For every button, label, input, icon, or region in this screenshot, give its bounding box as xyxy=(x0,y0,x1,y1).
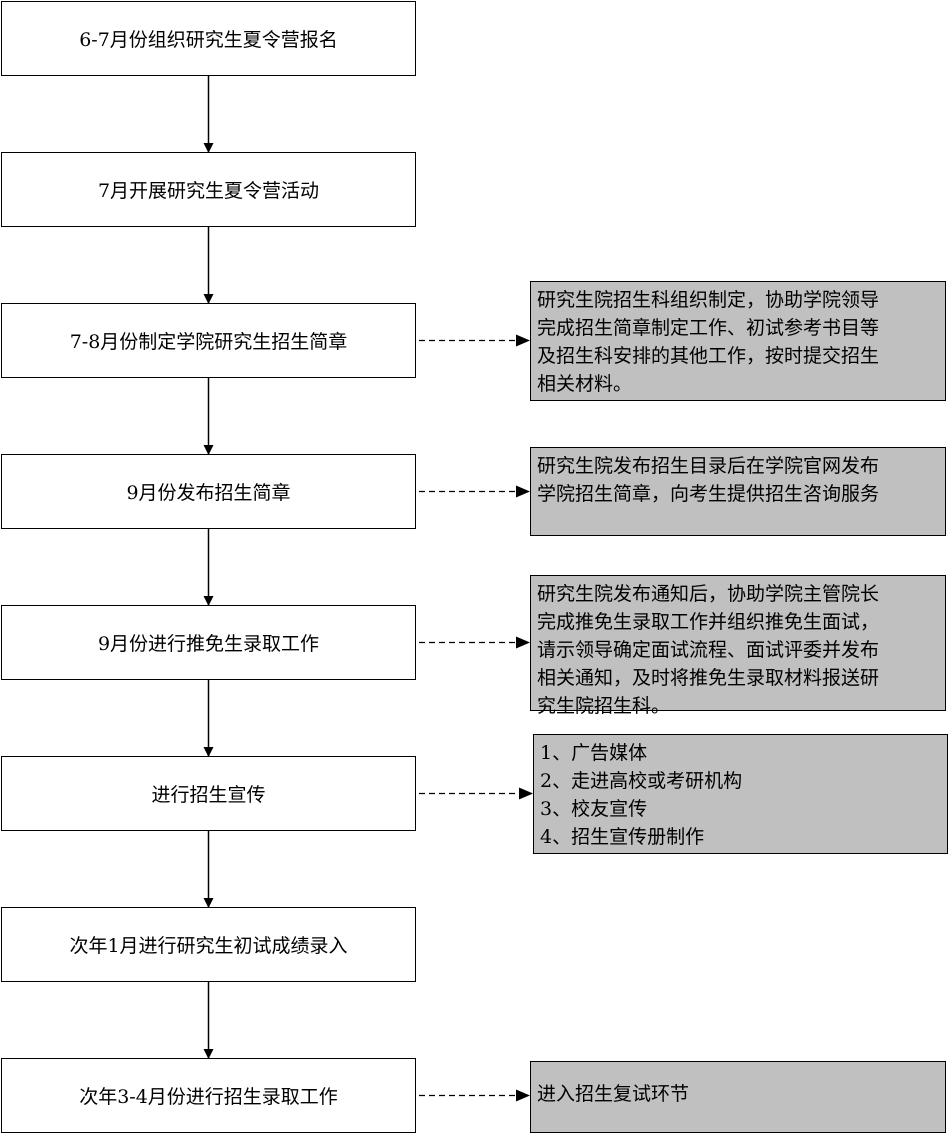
note-line: 进入招生复试环节 xyxy=(537,1083,690,1105)
note-line: 请示领导确定面试流程、面试评委并发布 xyxy=(537,639,880,661)
step-box-5: 9月份进行推免生录取工作 xyxy=(1,605,416,680)
step-box-2: 7月开展研究生夏令营活动 xyxy=(1,152,416,227)
note-line: 1、广告媒体 xyxy=(540,742,648,764)
note-box-4: 1、广告媒体 2、走进高校或考研机构 3、校友宣传 4、招生宣传册制作 xyxy=(533,734,948,854)
note-line: 及招生科安排的其他工作，按时提交招生 xyxy=(537,345,880,367)
note-line: 研究生院招生科组织制定，协助学院领导 xyxy=(537,289,880,311)
note-line: 究生院招生科。 xyxy=(537,695,671,717)
note-line: 2、走进高校或考研机构 xyxy=(540,770,743,792)
step-box-1: 6-7月份组织研究生夏令营报名 xyxy=(1,1,416,76)
note-line: 完成推免生录取工作并组织推免生面试， xyxy=(537,611,880,633)
note-line: 相关通知，及时将推免生录取材料报送研 xyxy=(537,667,880,689)
note-box-1: 研究生院招生科组织制定，协助学院领导 完成招生简章制定工作、初试参考书目等 及招… xyxy=(530,281,946,401)
step-box-3: 7-8月份制定学院研究生招生简章 xyxy=(1,303,416,378)
step-box-6: 进行招生宣传 xyxy=(1,756,416,831)
note-line: 研究生院发布通知后，协助学院主管院长 xyxy=(537,583,880,605)
note-box-3: 研究生院发布通知后，协助学院主管院长 完成推免生录取工作并组织推免生面试， 请示… xyxy=(530,575,946,717)
note-box-2: 研究生院发布招生目录后在学院官网发布 学院招生简章，向考生提供招生咨询服务 xyxy=(530,447,946,536)
step-box-8: 次年3-4月份进行招生录取工作 xyxy=(1,1058,416,1133)
note-line: 学院招生简章，向考生提供招生咨询服务 xyxy=(537,483,880,505)
note-line: 3、校友宣传 xyxy=(540,798,648,820)
step-box-7: 次年1月进行研究生初试成绩录入 xyxy=(1,907,416,982)
note-line: 4、招生宣传册制作 xyxy=(540,826,705,848)
step-box-4: 9月份发布招生简章 xyxy=(1,454,416,529)
note-line: 完成招生简章制定工作、初试参考书目等 xyxy=(537,317,880,339)
note-line: 研究生院发布招生目录后在学院官网发布 xyxy=(537,455,880,477)
note-box-5: 进入招生复试环节 xyxy=(530,1061,946,1133)
note-line: 相关材料。 xyxy=(537,373,633,395)
